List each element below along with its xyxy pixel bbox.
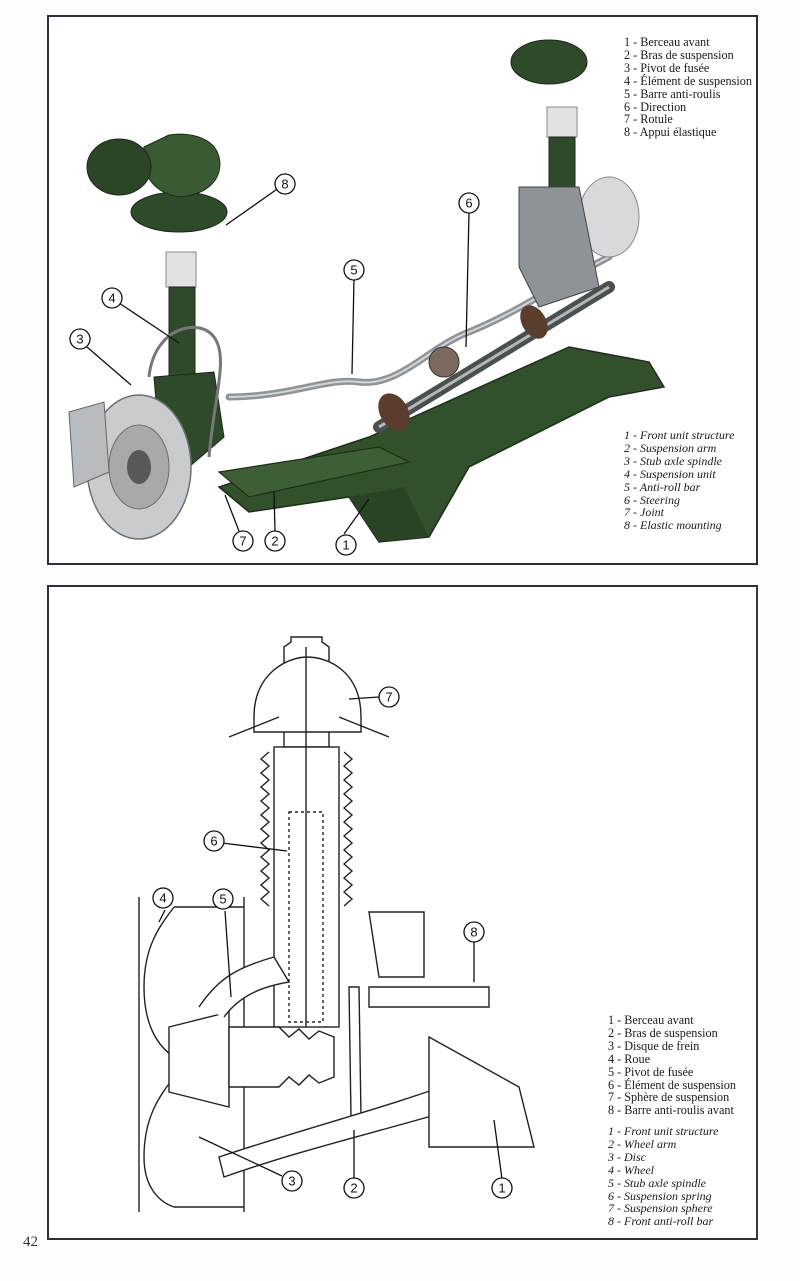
strut-bellows-right xyxy=(342,751,354,907)
brake-hose xyxy=(147,325,222,458)
strut-bellows-left xyxy=(259,751,271,907)
steering-bellows xyxy=(378,305,548,431)
legend-item: 3 - Pivot de fusée xyxy=(624,60,710,75)
legend-item: 4 - Wheel xyxy=(608,1162,654,1177)
suspension-sphere xyxy=(253,656,362,733)
callout-6: 6 xyxy=(203,830,225,852)
legend-item: 5 - Pivot de fusée xyxy=(608,1064,694,1079)
callout-1: 1 xyxy=(335,534,357,556)
callout-2: 2 xyxy=(343,1177,365,1199)
svg-text:1: 1 xyxy=(342,538,349,553)
driveshaft-boot xyxy=(228,1026,335,1088)
legend-item: 8 - Barre anti-roulis avant xyxy=(608,1103,734,1118)
stub-axle-spindle xyxy=(198,956,291,1018)
legend-english-top: 1 - Front unit structure 2 - Suspension … xyxy=(624,429,734,532)
front-unit-structure xyxy=(217,346,666,543)
svg-text:8: 8 xyxy=(470,925,477,940)
figure-top-frame: 8 6 5 4 3 7 2 1 1 - Berceau avant 2 - Br… xyxy=(47,15,758,565)
legend-item: 7 - Rotule xyxy=(624,112,673,127)
left-top-mount xyxy=(130,191,228,233)
svg-text:2: 2 xyxy=(271,534,278,549)
front-suspension-illustration: 8 6 5 4 3 7 2 1 xyxy=(68,39,666,556)
suspension-spring xyxy=(288,811,324,1023)
legend-item: 7 - Joint xyxy=(624,505,664,520)
legend-item: 4 - Élément de suspension xyxy=(624,73,752,88)
callout-4: 4 xyxy=(101,287,123,309)
legend-item: 2 - Bras de suspension xyxy=(624,47,734,62)
svg-text:6: 6 xyxy=(210,834,217,849)
legend-item: 6 - Suspension spring xyxy=(608,1188,712,1203)
legend-item: 7 - Suspension sphere xyxy=(608,1201,713,1216)
legend-item: 4 - Roue xyxy=(608,1051,650,1066)
callout-7: 7 xyxy=(378,686,400,708)
body-panel xyxy=(368,911,425,978)
svg-text:4: 4 xyxy=(159,891,166,906)
legend-item: 7 - Sphère de suspension xyxy=(608,1090,730,1105)
legend-item: 5 - Anti-roll bar xyxy=(624,479,701,494)
svg-text:3: 3 xyxy=(288,1174,295,1189)
svg-text:6: 6 xyxy=(465,196,472,211)
suspension-arm xyxy=(217,446,411,498)
legend-item: 3 - Stub axle spindle xyxy=(624,453,722,468)
callout-8: 8 xyxy=(463,921,485,943)
callout-3: 3 xyxy=(281,1170,303,1192)
svg-text:3: 3 xyxy=(76,332,83,347)
callout-4: 4 xyxy=(152,887,174,909)
legend-item: 8 - Elastic mounting xyxy=(624,518,722,533)
legend-item: 3 - Disque de frein xyxy=(608,1038,700,1053)
right-top-mount xyxy=(510,39,588,85)
svg-text:5: 5 xyxy=(350,263,357,278)
suspension-cross-section-drawing: 7 6 4 5 8 3 2 1 xyxy=(138,636,535,1212)
steering-coupling xyxy=(428,346,460,378)
legend-item: 1 - Front unit structure xyxy=(624,428,735,442)
wheel-rim xyxy=(138,897,245,1212)
callout-6: 6 xyxy=(458,192,480,214)
legend-item: 4 - Suspension unit xyxy=(624,466,716,481)
legend-french-bottom: 1 - Berceau avant 2 - Bras de suspension… xyxy=(608,1014,736,1117)
legend-english-bottom: 1 - Front unit structure 2 - Wheel arm 3… xyxy=(608,1125,718,1228)
svg-text:8: 8 xyxy=(281,177,288,192)
legend-item: 1 - Berceau avant xyxy=(624,35,710,49)
legend-item: 6 - Direction xyxy=(624,99,687,114)
callout-5: 5 xyxy=(212,888,234,910)
callout-8: 8 xyxy=(274,173,296,195)
anti-roll-bar-link xyxy=(348,986,362,1118)
stub-axle-hub xyxy=(168,1011,230,1108)
figure-bottom-frame: 7 6 4 5 8 3 2 1 1 - Berceau avant 2 - Br… xyxy=(47,585,758,1240)
legend-french-top: 1 - Berceau avant 2 - Bras de suspension… xyxy=(624,36,752,139)
legend-item: 5 - Barre anti-roulis xyxy=(624,86,721,101)
anti-roll-bar xyxy=(368,986,490,1008)
legend-item: 1 - Front unit structure xyxy=(608,1124,719,1138)
legend-item: 6 - Steering xyxy=(624,492,680,507)
callout-3: 3 xyxy=(69,328,91,350)
legend-item: 1 - Berceau avant xyxy=(608,1013,694,1027)
page-number: 42 xyxy=(23,1234,38,1250)
svg-text:5: 5 xyxy=(219,892,226,907)
svg-text:7: 7 xyxy=(385,690,392,705)
legend-item: 5 - Stub axle spindle xyxy=(608,1175,706,1190)
brake-caliper xyxy=(68,401,110,488)
callout-5: 5 xyxy=(343,259,365,281)
callout-1: 1 xyxy=(491,1177,513,1199)
svg-text:1: 1 xyxy=(498,1181,505,1196)
legend-item: 2 - Suspension arm xyxy=(624,440,717,455)
svg-text:4: 4 xyxy=(108,291,115,306)
callout-7: 7 xyxy=(232,530,254,552)
front-unit-structure xyxy=(428,1035,535,1148)
legend-item: 8 - Front anti-roll bar xyxy=(608,1214,714,1229)
legend-item: 6 - Élément de suspension xyxy=(608,1077,736,1092)
callout-2: 2 xyxy=(264,530,286,552)
svg-text:7: 7 xyxy=(239,534,246,549)
legend-item: 2 - Wheel arm xyxy=(608,1136,677,1151)
svg-text:2: 2 xyxy=(350,1181,357,1196)
legend-item: 3 - Disc xyxy=(608,1149,646,1164)
legend-item: 8 - Appui élastique xyxy=(624,125,717,140)
legend-item: 2 - Bras de suspension xyxy=(608,1025,718,1040)
